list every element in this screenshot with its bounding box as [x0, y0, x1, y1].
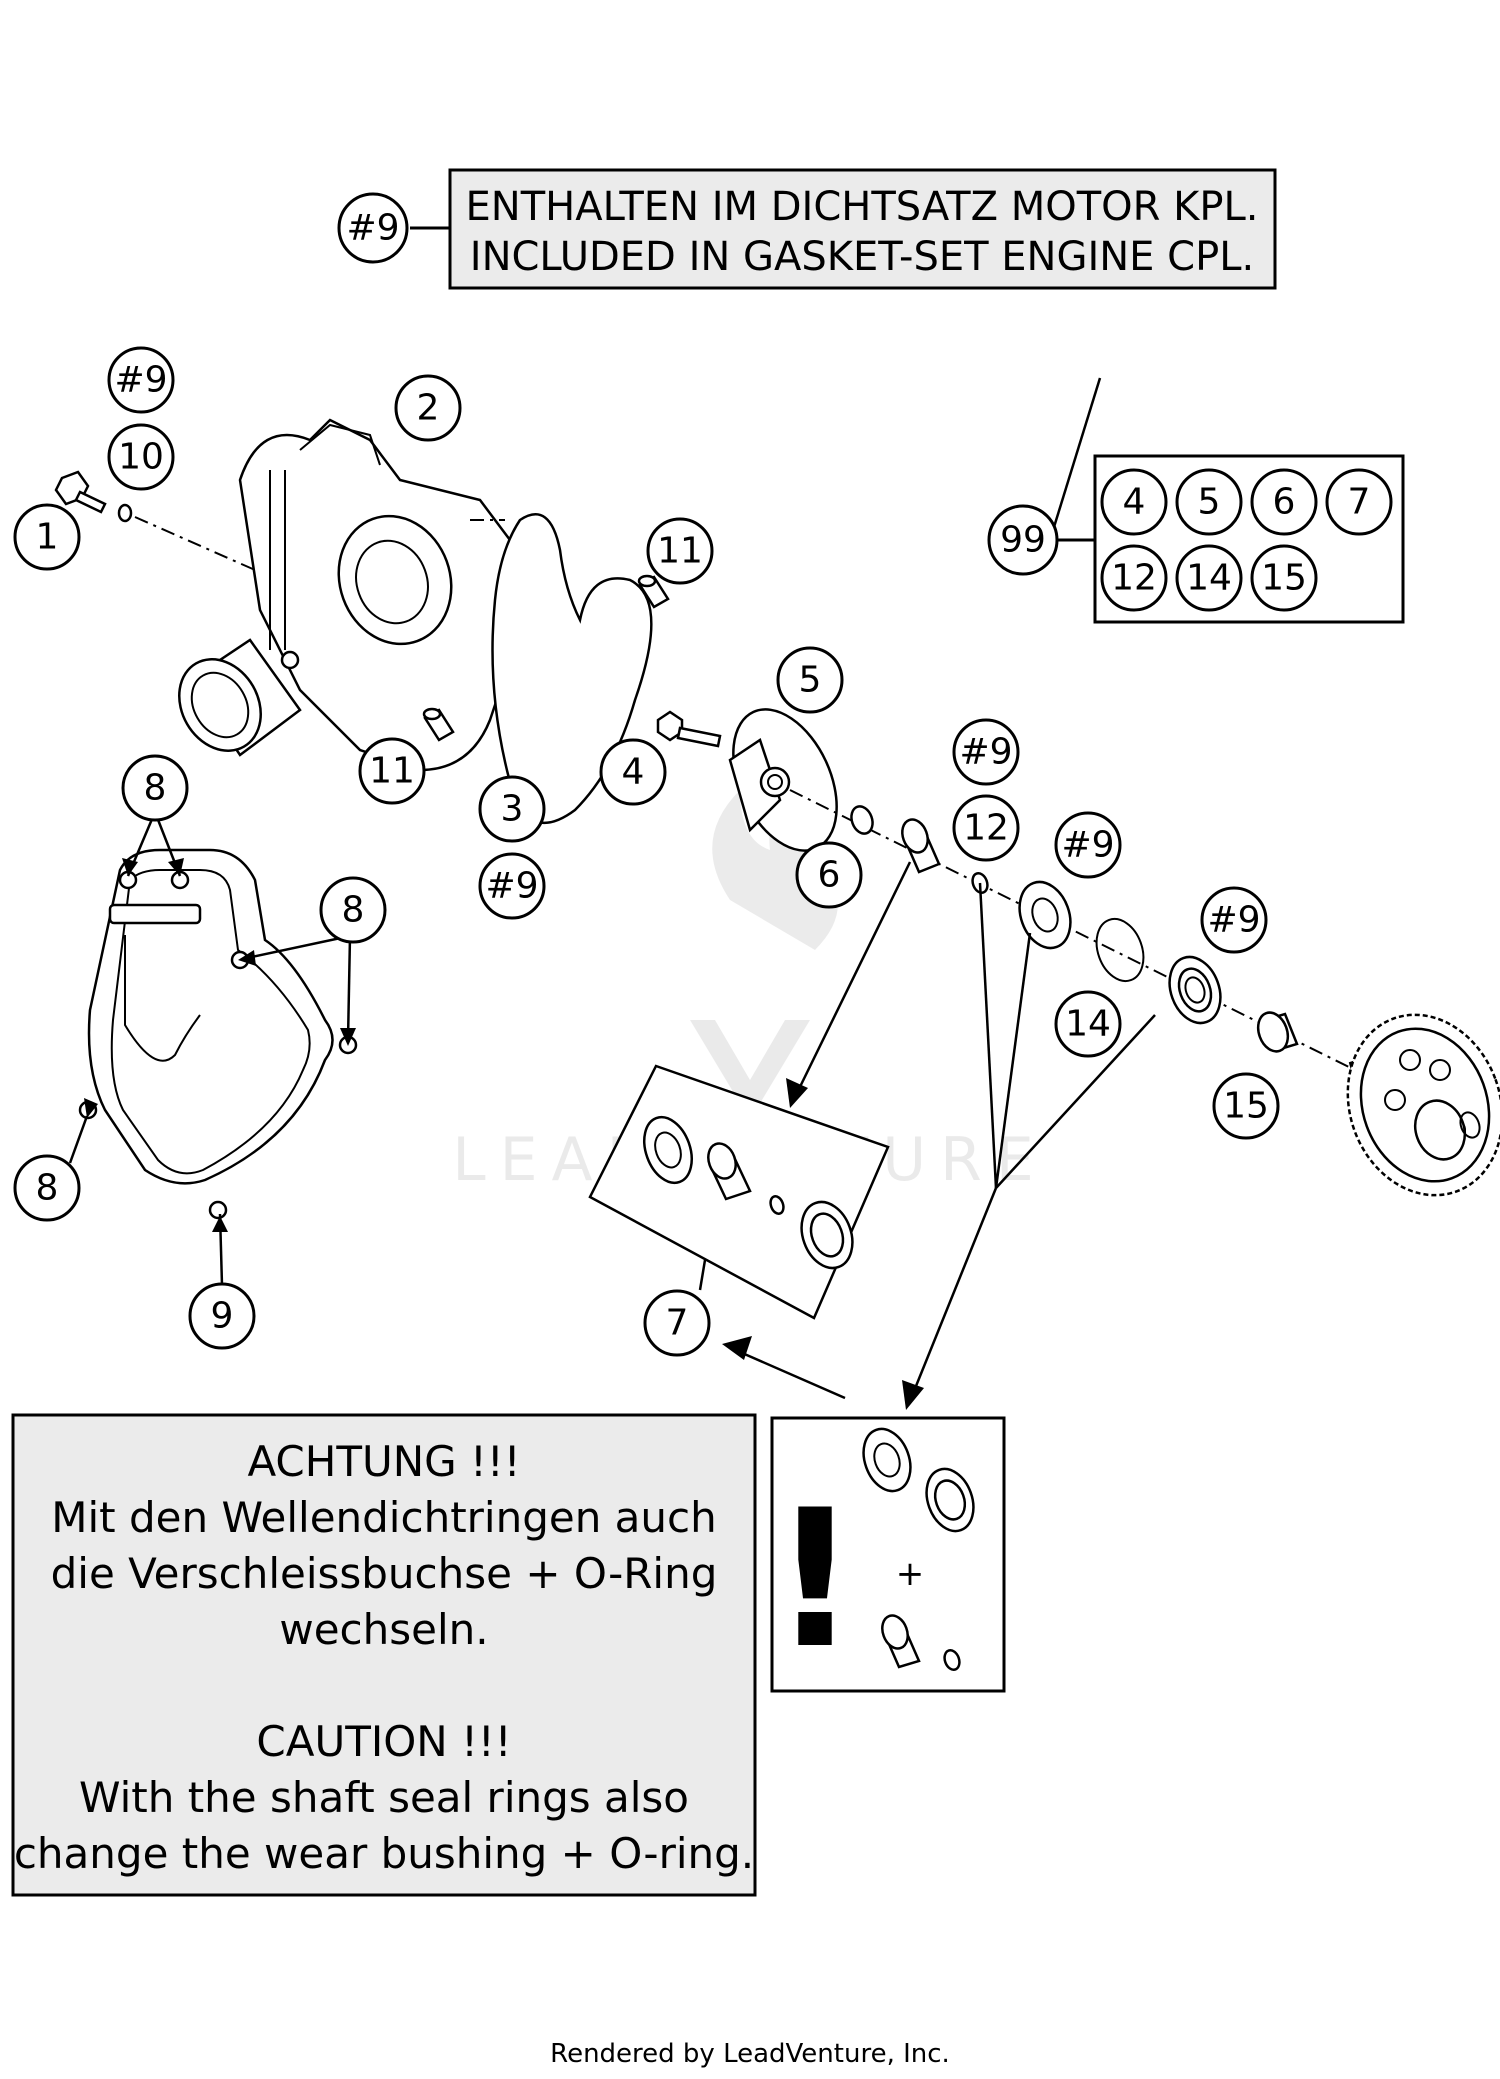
caution-de-line2: die Verschleissbuchse + O-Ring — [51, 1549, 718, 1598]
kit-item-7[interactable]: 7 — [1325, 468, 1393, 536]
impeller — [728, 708, 838, 852]
callout-gasket-ref-seal-outer[interactable]: #9 — [1054, 811, 1122, 879]
callout-8-top-label: 8 — [144, 768, 167, 809]
bushing-kit-box — [588, 1064, 890, 1320]
kit-item-4[interactable]: 4 — [1100, 468, 1168, 536]
kit-item-14-label: 14 — [1186, 558, 1232, 599]
callout-1-label: 1 — [36, 517, 59, 558]
callout-14-label: 14 — [1065, 1004, 1111, 1045]
callout-3-label: 3 — [501, 789, 524, 830]
callout-kit-99-label: 99 — [1000, 520, 1046, 561]
impeller-bolt — [656, 710, 722, 748]
caution-en-line2: change the wear bushing + O-ring. — [14, 1829, 754, 1878]
callout-3[interactable]: 3 — [478, 775, 546, 843]
caution-en-title: CAUTION !!! — [256, 1717, 511, 1766]
circlip — [1095, 918, 1145, 982]
kit-item-14[interactable]: 14 — [1175, 544, 1243, 612]
callout-8-right[interactable]: 8 — [319, 876, 387, 944]
callout-12[interactable]: 12 — [952, 794, 1020, 862]
callout-11-lower-label: 11 — [369, 751, 415, 792]
gasket-note-line1: ENTHALTEN IM DICHTSATZ MOTOR KPL. — [466, 184, 1259, 230]
flat-pump-gasket — [78, 848, 358, 1220]
callout-gasket-ref-bolt[interactable]: #9 — [107, 346, 175, 414]
dowel-pin-upper — [637, 574, 670, 609]
warning-plus: + — [896, 1554, 925, 1594]
leader-arrowheads — [84, 858, 924, 1410]
callout-6-label: 6 — [818, 855, 841, 896]
kit-item-6[interactable]: 6 — [1250, 468, 1318, 536]
kit-item-12-label: 12 — [1111, 558, 1157, 599]
kit-item-15[interactable]: 15 — [1250, 544, 1318, 612]
warning-exclamation: ! — [772, 1469, 859, 1690]
callout-4-label: 4 — [622, 752, 645, 793]
callout-4[interactable]: 4 — [599, 738, 667, 806]
bolt — [54, 470, 107, 514]
callout-5[interactable]: 5 — [776, 646, 844, 714]
pump-housing — [178, 418, 527, 772]
callout-15[interactable]: 15 — [1212, 1072, 1280, 1140]
callout-10-label: 10 — [118, 437, 164, 478]
callout-9[interactable]: 9 — [188, 1282, 256, 1350]
bearing-bushing — [1256, 1011, 1299, 1053]
pump-cover-gasket — [491, 513, 653, 825]
callout-8-top[interactable]: 8 — [121, 754, 189, 822]
footer-credit: Rendered by LeadVenture, Inc. — [550, 2039, 950, 2069]
callout-11-upper[interactable]: 11 — [646, 517, 714, 585]
kit-item-6-label: 6 — [1273, 482, 1296, 523]
callout-gasket-ref-oring-label: #9 — [959, 732, 1012, 773]
callout-11-upper-label: 11 — [657, 531, 703, 572]
callout-8-left-label: 8 — [36, 1168, 59, 1209]
callout-gasket-set-ref-label: #9 — [346, 208, 399, 249]
o-ring — [850, 805, 874, 835]
kit-item-7-label: 7 — [1348, 482, 1371, 523]
caution-de-line1: Mit den Wellendichtringen auch — [51, 1493, 717, 1542]
warning-parts-box: ! + — [770, 1416, 1006, 1693]
caution-note: ACHTUNG !!! Mit den Wellendichtringen au… — [11, 1413, 757, 1897]
callout-8-right-label: 8 — [342, 890, 365, 931]
callout-14[interactable]: 14 — [1054, 990, 1122, 1058]
callout-gasket-ref-oring[interactable]: #9 — [952, 718, 1020, 786]
callout-kit-99[interactable]: 99 — [987, 504, 1059, 576]
shaft-seal-ring-outer — [1018, 880, 1072, 950]
callout-8-left[interactable]: 8 — [13, 1154, 81, 1222]
kit-item-12[interactable]: 12 — [1100, 544, 1168, 612]
callout-gasket-ref-cover-label: #9 — [485, 866, 538, 907]
callout-gasket-ref-seal-inner-label: #9 — [1207, 900, 1260, 941]
gasket-note-line2: INCLUDED IN GASKET-SET ENGINE CPL. — [470, 234, 1254, 280]
leader-lines — [68, 377, 1156, 1400]
drive-gear — [1346, 1013, 1500, 1197]
callout-12-label: 12 — [963, 808, 1009, 849]
callout-6[interactable]: 6 — [795, 841, 863, 909]
callout-gasket-ref-seal-inner[interactable]: #9 — [1200, 886, 1268, 954]
callout-5-label: 5 — [799, 660, 822, 701]
callout-gasket-ref-bolt-label: #9 — [114, 360, 167, 401]
callout-1[interactable]: 1 — [13, 503, 81, 571]
dowel-pin-lower — [422, 707, 455, 742]
callout-7[interactable]: 7 — [643, 1289, 711, 1357]
kit-item-15-label: 15 — [1261, 558, 1307, 599]
kit-item-4-label: 4 — [1123, 482, 1146, 523]
callout-2-label: 2 — [417, 388, 440, 429]
caution-de-title: ACHTUNG !!! — [247, 1437, 520, 1486]
callout-9-label: 9 — [211, 1296, 234, 1337]
gasket-set-note: ENTHALTEN IM DICHTSATZ MOTOR KPL. INCLUD… — [410, 168, 1277, 290]
shaft-seal-ring-inner — [1168, 955, 1222, 1025]
callout-11-lower[interactable]: 11 — [358, 737, 426, 805]
kit-item-5[interactable]: 5 — [1175, 468, 1243, 536]
kit-item-5-label: 5 — [1198, 482, 1221, 523]
caution-en-line1: With the shaft seal rings also — [79, 1773, 689, 1822]
wear-bushing — [901, 818, 941, 874]
callout-2[interactable]: 2 — [394, 374, 462, 442]
callout-10[interactable]: 10 — [107, 423, 175, 491]
callout-7-label: 7 — [666, 1303, 689, 1344]
callout-gasket-set-ref[interactable]: #9 — [337, 192, 409, 264]
caution-de-line3: wechseln. — [279, 1605, 488, 1654]
callout-15-label: 15 — [1223, 1086, 1269, 1127]
callout-gasket-ref-cover[interactable]: #9 — [478, 852, 546, 920]
washer — [117, 503, 133, 523]
callout-gasket-ref-seal-outer-label: #9 — [1061, 825, 1114, 866]
bolt-axis-line — [134, 516, 256, 571]
